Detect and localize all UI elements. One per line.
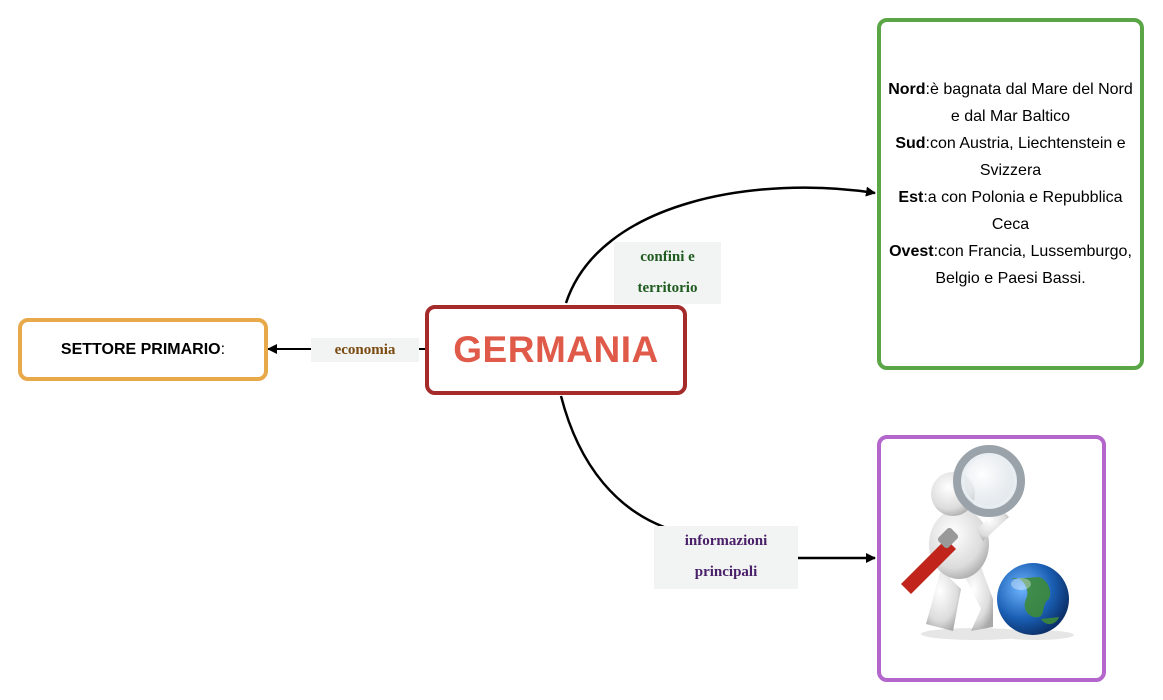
confini-nord: Nord:è bagnata dal Mare del Nord e dal M… xyxy=(887,76,1134,130)
edge-label-informazioni[interactable]: informazioni principali xyxy=(654,526,798,589)
confini-est-label: Est xyxy=(898,189,924,206)
confini-est-text: :a con Polonia e Repubblica Ceca xyxy=(923,189,1123,233)
confini-est: Est:a con Polonia e Repubblica Ceca xyxy=(887,184,1134,238)
edge-confini xyxy=(564,186,876,304)
confini-nord-label: Nord xyxy=(888,81,926,98)
settore-primario-node[interactable]: SETTORE PRIMARIO: xyxy=(18,318,268,381)
edge-label-confini[interactable]: confini e territorio xyxy=(614,242,721,304)
confini-ovest-label: Ovest xyxy=(889,243,934,260)
confini-ovest-text: :con Francia, Lussemburgo, Belgio e Paes… xyxy=(933,243,1132,287)
confini-territorio-node[interactable]: Nord:è bagnata dal Mare del Nord e dal M… xyxy=(877,18,1144,370)
edge-label-confini-line1: confini e xyxy=(640,249,695,265)
confini-ovest: Ovest:con Francia, Lussemburgo, Belgio e… xyxy=(887,238,1134,292)
confini-nord-text: :è bagnata dal Mare del Nord e dal Mar B… xyxy=(925,81,1133,125)
confini-sud-label: Sud xyxy=(895,135,926,152)
confini-sud-text: :con Austria, Liechtenstein e Svizzera xyxy=(925,135,1126,179)
informazioni-principali-node[interactable] xyxy=(877,435,1106,682)
central-topic-node[interactable]: GERMANIA xyxy=(425,305,687,395)
settore-primario-suffix: : xyxy=(220,340,226,358)
edge-info-curve xyxy=(559,395,665,529)
edge-label-info-line1: informazioni xyxy=(684,533,768,549)
confini-sud: Sud:con Austria, Liechtenstein e Svizzer… xyxy=(887,130,1134,184)
edge-label-economia[interactable]: economia xyxy=(311,338,419,362)
edge-label-economia-text: economia xyxy=(334,342,396,358)
central-topic-label: GERMANIA xyxy=(453,329,659,370)
edge-label-confini-line2: territorio xyxy=(637,280,698,296)
settore-primario-label: SETTORE PRIMARIO xyxy=(60,340,221,358)
edge-label-info-line2: principali xyxy=(694,564,758,580)
person-with-magnifier-and-globe-icon xyxy=(901,445,1074,640)
